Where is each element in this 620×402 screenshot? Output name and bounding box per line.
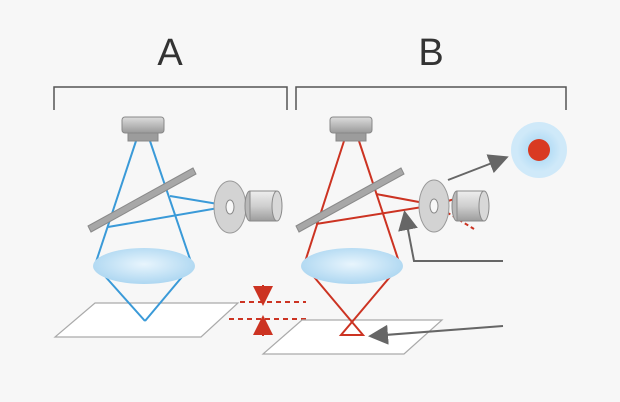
focal-offset-indicator [229, 285, 306, 336]
light-source-icon [329, 116, 373, 142]
specimen-icon [261, 319, 444, 355]
arrow-to-focus [368, 324, 504, 345]
bracket-b [295, 86, 567, 110]
objective-lens-icon [301, 248, 403, 284]
arrow-to-spot [447, 154, 509, 181]
bracket-a [53, 86, 288, 110]
panel-b [261, 116, 567, 355]
image-spot-icon [511, 122, 567, 178]
pinhole-icon [418, 179, 450, 233]
panel-a [53, 116, 283, 338]
panel-b-label: B [418, 32, 444, 74]
detector-icon [451, 190, 490, 222]
beam-b [303, 140, 475, 336]
beam-splitter-icon [87, 167, 197, 233]
detector-icon [244, 190, 283, 222]
arrow-to-pinhole [398, 210, 503, 262]
pinhole-icon [213, 180, 247, 234]
light-source-icon [121, 116, 165, 142]
panel-a-label: A [157, 32, 183, 74]
beam-splitter-icon [295, 167, 405, 233]
objective-lens-icon [93, 248, 195, 284]
